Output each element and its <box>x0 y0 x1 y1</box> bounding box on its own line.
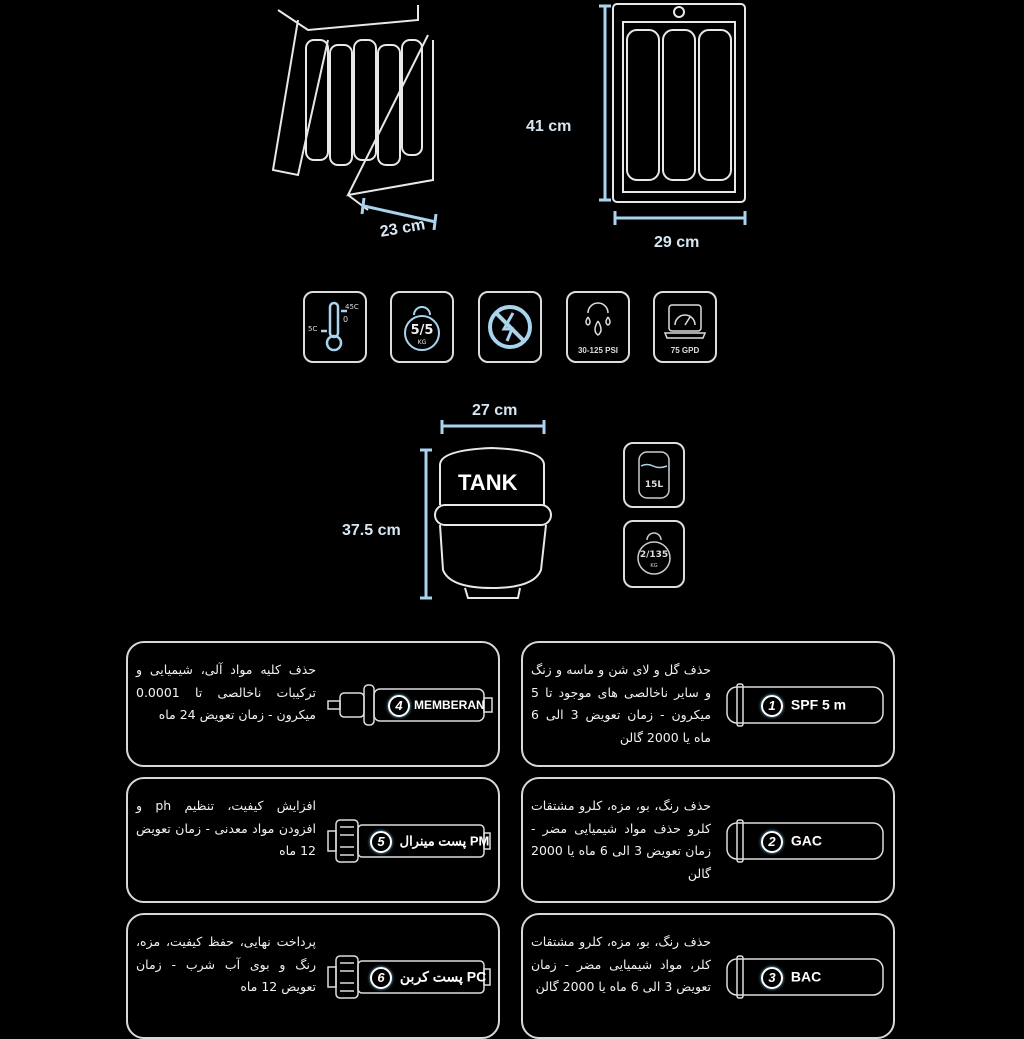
filter-cartridge: 3 BAC <box>721 955 889 999</box>
membrane-cartridge-icon <box>327 684 493 726</box>
filter-card-gac: حذف رنگ، بو، مزه، کلرو مشتقات کلرو حذف م… <box>521 777 895 903</box>
filter-card-spf: حذف گل و لای شن و ماسه و زنگ و سایر ناخا… <box>521 641 895 767</box>
no-electricity-icon <box>488 305 532 349</box>
pressure-label: 30-125 PSI <box>577 346 619 355</box>
weight-spec: 5/5 KG <box>390 291 454 363</box>
temp-min: 5C <box>308 325 318 333</box>
pressure-icon <box>585 302 611 336</box>
filter-label: 1 SPF 5 m <box>761 695 846 717</box>
filter-name: SPF 5 m <box>790 696 847 713</box>
pressure-spec: 30-125 PSI <box>566 291 630 363</box>
filter-cartridge: 6 پست کربن PC <box>326 955 494 999</box>
tank-capacity-spec: 15L <box>623 442 685 508</box>
flow-rate-spec: 75 GPD <box>653 291 717 363</box>
thermometer-icon <box>321 301 347 352</box>
filter-label: 2 GAC <box>761 831 822 853</box>
front-height-label: 41 cm <box>526 118 572 135</box>
filter-description: حذف کلیه مواد آلی، شیمیایی و ترکیبات ناخ… <box>136 662 316 722</box>
filter-description: حذف رنگ، بو، مزه، کلرو مشتقات کلرو حذف م… <box>531 798 711 881</box>
post-carbon-cartridge-icon <box>327 955 491 999</box>
flow-rate-icon <box>663 304 707 339</box>
filter-label: 5 پست مینرال PM <box>370 831 489 853</box>
tank-width-label: 27 cm <box>472 402 518 419</box>
tank-weight: 2/135 <box>639 550 669 560</box>
filter-label: 4 MEMBERAN <box>388 695 485 717</box>
weight-icon <box>404 306 440 351</box>
purifier-side-view <box>271 5 438 231</box>
filter-cartridge: 5 پست مینرال PM <box>326 819 494 863</box>
weight-icon <box>637 532 671 575</box>
stage-number: 5 <box>370 831 392 853</box>
filter-description: افزایش کیفیت، تنظیم ph و افزودن مواد معد… <box>136 798 316 858</box>
filter-name: MEMBERAN <box>414 698 485 713</box>
front-width-label: 29 cm <box>654 234 700 251</box>
weight-unit: KG <box>417 339 427 346</box>
filter-name: پست مینرال PM <box>399 833 490 849</box>
stage-number: 4 <box>388 695 410 717</box>
filter-name: BAC <box>790 968 822 985</box>
tank-label: TANK <box>458 470 518 495</box>
temp-max: 45C <box>345 303 359 311</box>
no-electricity-spec <box>478 291 542 363</box>
stage-number: 2 <box>761 831 783 853</box>
filter-cartridge: 4 MEMBERAN <box>326 683 494 727</box>
filter-description: حذف گل و لای شن و ماسه و زنگ و سایر ناخا… <box>531 662 711 745</box>
filter-card-bac: حذف رنگ، بو، مزه، کلرو مشتقات کلر، مواد … <box>521 913 895 1039</box>
stage-number: 6 <box>370 967 392 989</box>
gac-cartridge-icon <box>726 819 884 863</box>
purifier-front-view <box>599 3 747 225</box>
filter-label: 6 پست کربن PC <box>370 967 486 989</box>
tank-weight-unit: KG <box>650 563 658 569</box>
temp-mid: 0 <box>343 315 349 324</box>
temperature-spec: 5C 45C 0 <box>303 291 367 363</box>
tank-illustration <box>420 420 552 600</box>
filter-card-post-mineral: افزایش کیفیت، تنظیم ph و افزودن مواد معد… <box>126 777 500 903</box>
flow-rate-label: 75 GPD <box>670 346 700 355</box>
filter-cartridge: 2 GAC <box>721 819 889 863</box>
filter-description: حذف رنگ، بو، مزه، کلرو مشتقات کلر، مواد … <box>531 934 711 994</box>
weight-value: 5/5 <box>410 323 434 338</box>
filter-label: 3 BAC <box>761 967 821 989</box>
filter-name: پست کربن PC <box>399 968 487 985</box>
bac-cartridge-icon <box>726 955 884 999</box>
tank-weight-spec: 2/135 KG <box>623 520 685 588</box>
tank-capacity-icon <box>638 451 670 499</box>
filter-card-post-carbon: پرداخت نهایی، حفظ کیفیت، مزه، رنگ و بوی … <box>126 913 500 1039</box>
filter-description: پرداخت نهایی، حفظ کیفیت، مزه، رنگ و بوی … <box>136 934 316 994</box>
stage-number: 3 <box>761 967 783 989</box>
post-mineral-cartridge-icon <box>327 819 491 863</box>
tank-capacity: 15L <box>644 480 664 490</box>
filter-cartridge: 1 SPF 5 m <box>721 683 889 727</box>
filter-name: GAC <box>790 832 823 849</box>
stage-number: 1 <box>761 695 783 717</box>
tank-height-label: 37.5 cm <box>342 522 401 539</box>
spf-cartridge-icon <box>726 683 884 727</box>
filter-card-membrane: حذف کلیه مواد آلی، شیمیایی و ترکیبات ناخ… <box>126 641 500 767</box>
